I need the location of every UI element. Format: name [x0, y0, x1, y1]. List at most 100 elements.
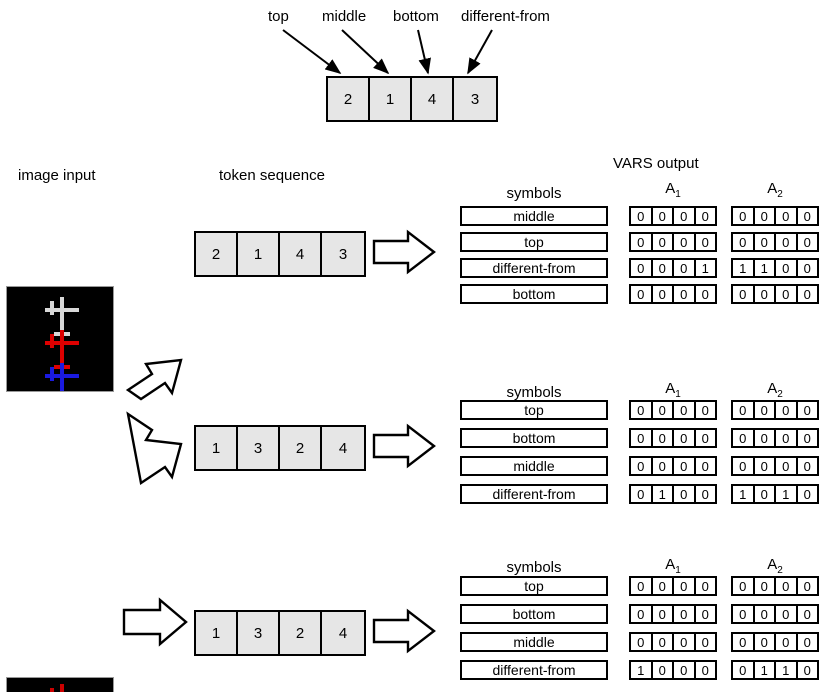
- token-cell: 2: [280, 612, 322, 654]
- block-1-a2: 0 0 0 0 0 0 0 0 1 1 0 0 0 0 0 0: [731, 206, 819, 304]
- column-header-a2-2: A2: [731, 380, 819, 400]
- bit-cell: 0: [733, 634, 755, 650]
- bit-cell: 0: [754, 634, 776, 650]
- symbol-row: bottom: [460, 284, 608, 304]
- bit-cell: 0: [754, 402, 776, 418]
- legend-callout-label: different-from: [461, 8, 550, 25]
- bit-row: 0 0 0 0: [731, 456, 819, 476]
- legend-callout-2: bottom: [393, 8, 439, 26]
- bit-cell: 0: [776, 634, 798, 650]
- block-2-a1: 0 0 0 0 0 0 0 0 0 0 0 0 0 1 0 0: [629, 400, 717, 504]
- symbol-row: different-from: [460, 258, 608, 278]
- bit-cell: 0: [733, 578, 755, 594]
- token-cell: 1: [238, 233, 280, 275]
- bit-cell: 1: [754, 260, 776, 276]
- bit-cell: 0: [733, 606, 755, 622]
- block-3-symbols: top bottom middle different-from: [460, 576, 608, 680]
- bit-cell: 0: [797, 234, 817, 250]
- legend-token-cell: 3: [454, 78, 496, 120]
- bit-row: 0 0 0 0: [731, 232, 819, 252]
- bit-cell: 0: [797, 662, 817, 678]
- bit-cell: 0: [733, 430, 755, 446]
- bit-cell: 0: [695, 606, 715, 622]
- a2-subscript: 2: [777, 565, 783, 576]
- bit-cell: 0: [733, 458, 755, 474]
- a1-letter: A: [665, 180, 676, 197]
- symbol-row: bottom: [460, 428, 608, 448]
- bit-cell: 0: [652, 430, 674, 446]
- token-cell: 4: [280, 233, 322, 275]
- block-2-symbols: top bottom middle different-from: [460, 400, 608, 504]
- bit-cell: 0: [652, 634, 674, 650]
- column-header-a1-1: A1: [629, 180, 717, 200]
- bit-cell: 0: [754, 486, 776, 502]
- block-3-a2: 0 0 0 0 0 0 0 0 0 0 0 0 0 1 1 0: [731, 576, 819, 680]
- bit-cell: 0: [797, 578, 817, 594]
- bit-cell: 1: [695, 260, 715, 276]
- block-2-token-strip: 1 3 2 4: [194, 425, 366, 471]
- bit-cell: 0: [797, 402, 817, 418]
- bit-cell: 0: [733, 208, 755, 224]
- block-2-a2: 0 0 0 0 0 0 0 0 0 0 0 0 1 0 1 0: [731, 400, 819, 504]
- column-header-a2-3: A2: [731, 556, 819, 576]
- block-arrow-right: [372, 608, 436, 654]
- symbol-row: middle: [460, 206, 608, 226]
- bit-cell: 0: [797, 606, 817, 622]
- bit-row: 0 0 0 0: [629, 576, 717, 596]
- bit-cell: 0: [797, 286, 817, 302]
- image-input-1: [6, 286, 114, 392]
- token-cell: 3: [322, 233, 364, 275]
- legend-callout-label: middle: [322, 8, 367, 25]
- column-header-image-input: image input: [18, 167, 96, 184]
- branch-arrows-1: [125, 358, 183, 486]
- legend-callout-label: bottom: [393, 8, 439, 25]
- bit-cell: 0: [797, 486, 817, 502]
- bit-row: 0 0 0 1: [629, 258, 717, 278]
- image-input-2: [6, 677, 114, 692]
- bit-cell: 0: [631, 260, 653, 276]
- column-header-vars-output: VARS output: [613, 155, 699, 172]
- bit-row: 0 0 0 0: [731, 576, 819, 596]
- bit-cell: 0: [652, 260, 674, 276]
- column-header-symbols-1: symbols: [506, 185, 562, 202]
- bit-cell: 0: [754, 286, 776, 302]
- bit-cell: 0: [776, 234, 798, 250]
- column-header-a2-1: A2: [731, 180, 819, 200]
- bit-cell: 0: [631, 402, 653, 418]
- bit-cell: 0: [695, 662, 715, 678]
- bit-cell: 0: [674, 458, 696, 474]
- bit-cell: 0: [652, 578, 674, 594]
- bit-row: 1 0 0 0: [629, 660, 717, 680]
- bit-cell: 1: [776, 662, 798, 678]
- bit-row: 0 1 1 0: [731, 660, 819, 680]
- bit-cell: 0: [733, 286, 755, 302]
- bit-cell: 1: [754, 662, 776, 678]
- bit-cell: 0: [754, 606, 776, 622]
- bit-cell: 0: [733, 234, 755, 250]
- bit-cell: 0: [652, 234, 674, 250]
- bit-cell: 0: [776, 286, 798, 302]
- legend-token-cell: 2: [328, 78, 370, 120]
- block-1-flow-arrow: [372, 229, 436, 275]
- block-1-token-strip: 2 1 4 3: [194, 231, 366, 277]
- bit-cell: 0: [695, 430, 715, 446]
- bit-cell: 0: [652, 458, 674, 474]
- bit-cell: 0: [797, 260, 817, 276]
- bit-cell: 0: [754, 430, 776, 446]
- bit-row: 0 0 0 0: [731, 428, 819, 448]
- bit-cell: 0: [754, 578, 776, 594]
- bit-cell: 0: [754, 458, 776, 474]
- bit-row: 0 0 0 0: [629, 428, 717, 448]
- bit-cell: 0: [652, 402, 674, 418]
- bit-cell: 0: [695, 402, 715, 418]
- bit-cell: 0: [695, 634, 715, 650]
- bit-cell: 0: [797, 458, 817, 474]
- a1-subscript: 1: [675, 565, 681, 576]
- bit-row: 0 0 0 0: [629, 632, 717, 652]
- bit-cell: 0: [631, 606, 653, 622]
- bit-cell: 0: [695, 458, 715, 474]
- a1-subscript: 1: [675, 389, 681, 400]
- bit-cell: 0: [631, 208, 653, 224]
- bit-cell: 0: [631, 458, 653, 474]
